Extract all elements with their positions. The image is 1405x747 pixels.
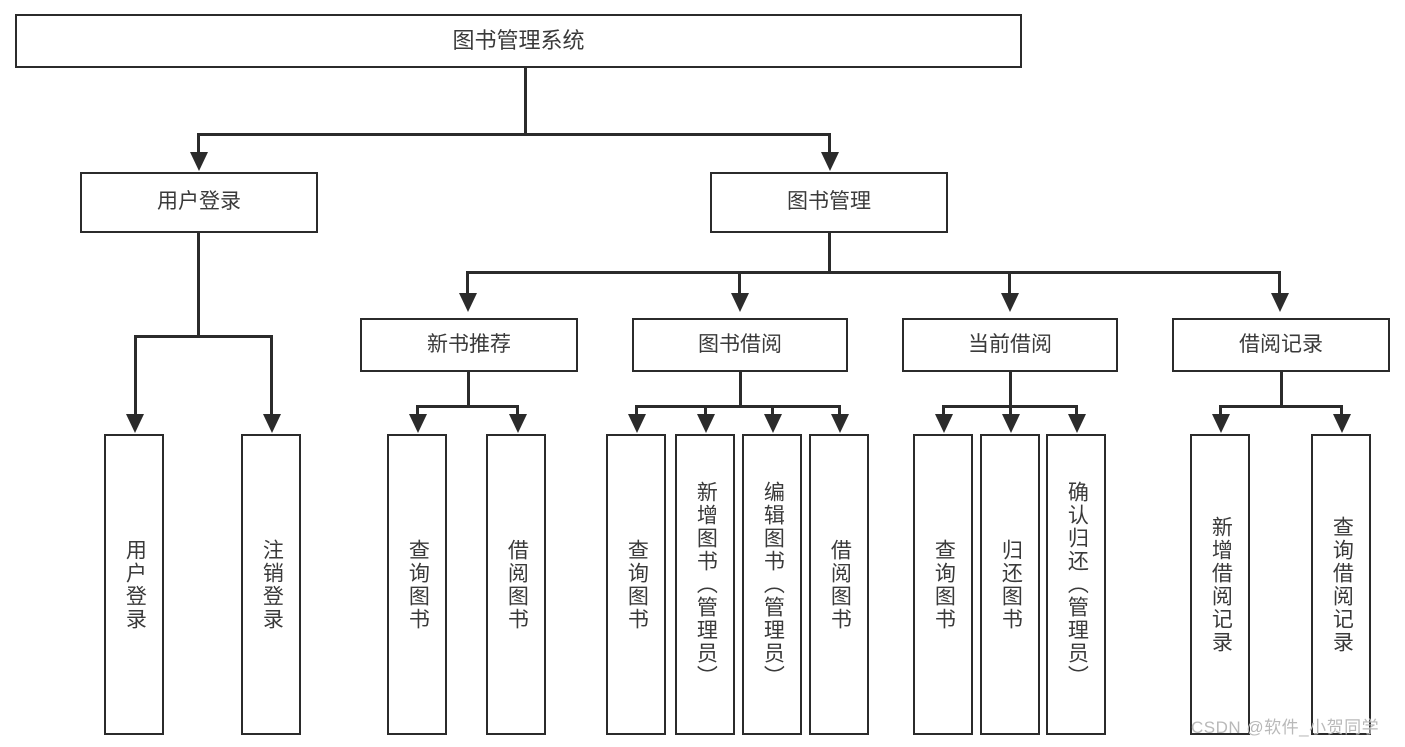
arrow-cb-leaf-2 [1002, 414, 1020, 433]
connector-cb-drop-1 [942, 405, 945, 417]
arrow-cb-leaf-3 [1068, 414, 1086, 433]
node-label: 图书借阅 [698, 332, 782, 356]
connector-bb-drop-1 [635, 405, 638, 417]
leaf-bb-add-book-admin[interactable]: 新增图书（管理员） [675, 434, 735, 735]
leaf-user-login-logout[interactable]: 注销登录 [241, 434, 301, 735]
leaf-user-login-login[interactable]: 用户登录 [104, 434, 164, 735]
csdn-watermark: CSDN @软件_小贺同学 [1191, 718, 1380, 737]
connector-bm-drop-4 [1278, 271, 1281, 296]
node-label: 借阅记录 [1239, 332, 1323, 356]
arrow-bb-leaf-2 [697, 414, 715, 433]
node-label: 查询图书 [932, 538, 956, 631]
leaf-bb-query-book[interactable]: 查询图书 [606, 434, 666, 735]
leaf-bb-edit-book-admin[interactable]: 编辑图书（管理员） [742, 434, 802, 735]
connector-user-login-stem [197, 233, 200, 337]
connector-root-to-user-login [197, 133, 200, 155]
node-label: 用户登录 [157, 190, 241, 214]
node-book-borrow[interactable]: 图书借阅 [632, 318, 848, 372]
connector-cb-drop-2 [1009, 405, 1012, 417]
leaf-nbr-borrow-book[interactable]: 借阅图书 [486, 434, 546, 735]
arrow-nbr-leaf-1 [409, 414, 427, 433]
node-label: 归还图书 [999, 538, 1023, 631]
leaf-cb-query-book[interactable]: 查询图书 [913, 434, 973, 735]
connector-user-login-bus [134, 335, 273, 338]
arrow-bm-to-borrow-record [1271, 293, 1289, 312]
connector-nbr-stem [467, 372, 470, 407]
connector-bm-drop-2 [738, 271, 741, 296]
connector-bm-drop-1 [466, 271, 469, 296]
leaf-br-add-record[interactable]: 新增借阅记录 [1190, 434, 1250, 735]
connector-nbr-drop-1 [416, 405, 419, 417]
leaf-bb-borrow-book[interactable]: 借阅图书 [809, 434, 869, 735]
connector-root-stem [524, 68, 527, 135]
leaf-cb-confirm-return-admin[interactable]: 确认归还（管理员） [1046, 434, 1106, 735]
connector-cb-stem [1009, 372, 1012, 407]
connector-book-manage-stem [828, 233, 831, 273]
node-label: 查询图书 [406, 538, 430, 631]
node-new-book-recommend[interactable]: 新书推荐 [360, 318, 578, 372]
node-borrow-record[interactable]: 借阅记录 [1172, 318, 1390, 372]
connector-bb-drop-4 [838, 405, 841, 417]
node-label: 确认归还（管理员） [1065, 481, 1089, 688]
leaf-br-query-record[interactable]: 查询借阅记录 [1311, 434, 1371, 735]
connector-bm-drop-3 [1008, 271, 1011, 296]
leaf-nbr-query-book[interactable]: 查询图书 [387, 434, 447, 735]
arrow-root-to-user-login [190, 152, 208, 171]
node-label: 查询图书 [625, 538, 649, 631]
connector-user-login-drop-2 [270, 335, 273, 417]
node-label: 注销登录 [260, 538, 284, 631]
node-current-borrow[interactable]: 当前借阅 [902, 318, 1118, 372]
node-label: 借阅图书 [505, 538, 529, 631]
arrow-bb-leaf-1 [628, 414, 646, 433]
node-label: 图书管理 [787, 190, 871, 214]
arrow-nbr-leaf-2 [509, 414, 527, 433]
arrow-br-leaf-2 [1333, 414, 1351, 433]
connector-bb-drop-3 [771, 405, 774, 417]
connector-root-to-book-manage [828, 133, 831, 155]
connector-br-bus [1219, 405, 1343, 408]
node-label: 编辑图书（管理员） [761, 481, 785, 688]
arrow-bm-to-current-borrow [1001, 293, 1019, 312]
node-label: 用户登录 [123, 538, 147, 631]
connector-bb-bus [635, 405, 840, 408]
arrow-bb-leaf-3 [764, 414, 782, 433]
node-user-login[interactable]: 用户登录 [80, 172, 318, 233]
node-label: 查询借阅记录 [1330, 515, 1354, 654]
node-label: 新书推荐 [427, 332, 511, 356]
connector-nbr-drop-2 [516, 405, 519, 417]
connector-nbr-bus [416, 405, 519, 408]
node-label: 当前借阅 [968, 332, 1052, 356]
connector-book-manage-bus [466, 271, 1279, 274]
connector-br-drop-1 [1219, 405, 1222, 417]
arrow-bm-to-new-book [459, 293, 477, 312]
arrow-user-login-leaf-2 [263, 414, 281, 433]
arrow-cb-leaf-1 [935, 414, 953, 433]
connector-root-bus [197, 133, 831, 136]
node-label: 图书管理系统 [452, 28, 585, 54]
arrow-user-login-leaf-1 [126, 414, 144, 433]
connector-user-login-drop-1 [134, 335, 137, 417]
node-label: 新增图书（管理员） [694, 481, 718, 688]
node-book-management[interactable]: 图书管理 [710, 172, 948, 233]
connector-bb-drop-2 [704, 405, 707, 417]
connector-cb-drop-3 [1075, 405, 1078, 417]
arrow-bb-leaf-4 [831, 414, 849, 433]
connector-bb-stem [739, 372, 742, 407]
node-root-system[interactable]: 图书管理系统 [15, 14, 1022, 68]
leaf-cb-return-book[interactable]: 归还图书 [980, 434, 1040, 735]
arrow-root-to-book-manage [821, 152, 839, 171]
connector-br-stem [1280, 372, 1283, 407]
arrow-bm-to-book-borrow [731, 293, 749, 312]
node-label: 借阅图书 [828, 538, 852, 631]
connector-br-drop-2 [1340, 405, 1343, 417]
arrow-br-leaf-1 [1212, 414, 1230, 433]
node-label: 新增借阅记录 [1209, 515, 1233, 654]
